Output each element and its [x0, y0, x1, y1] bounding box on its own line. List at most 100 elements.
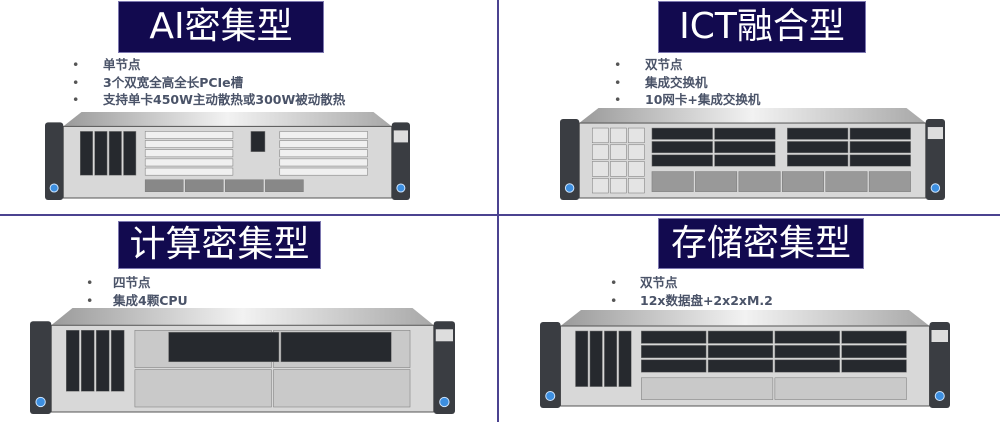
chassis-top	[51, 308, 434, 326]
drive-bay	[651, 127, 713, 140]
io-port	[868, 171, 911, 192]
drive-bay	[651, 141, 713, 154]
switch-module	[592, 127, 609, 144]
drive-bay	[841, 345, 907, 359]
blue-button-icon	[35, 396, 46, 408]
blue-button-icon	[934, 390, 945, 402]
switch-module	[610, 144, 627, 160]
left-handle	[30, 321, 52, 414]
pcie-slot	[144, 149, 234, 158]
drive-bay	[774, 359, 840, 373]
drive-bay	[80, 131, 93, 176]
drive-bay	[849, 127, 911, 140]
pcie-slot	[279, 131, 368, 139]
title-banner: ICT融合型	[658, 1, 866, 53]
drive-bay	[707, 345, 774, 359]
drive-bay	[714, 141, 776, 154]
drive-bay	[707, 359, 774, 373]
io-port	[695, 171, 738, 192]
logo-badge	[931, 330, 948, 342]
blue-button-icon	[564, 183, 575, 193]
left-handle	[45, 122, 64, 200]
blue-button-icon	[49, 183, 59, 193]
title-banner: 存储密集型	[658, 218, 864, 269]
chassis-top	[579, 108, 926, 124]
drive-bay	[774, 345, 840, 359]
drive-bay	[849, 141, 911, 154]
io-port	[651, 171, 694, 192]
blue-button-icon	[930, 183, 941, 193]
io-port	[265, 179, 304, 192]
list-item: •双节点	[614, 57, 683, 72]
compute-node	[774, 377, 907, 400]
feature-list: •四节点 •集成4颗CPU	[86, 274, 188, 309]
drive-bay	[94, 131, 108, 176]
blue-button-icon	[396, 183, 406, 193]
pcie-slot	[144, 131, 234, 139]
node-port	[280, 332, 392, 363]
drive-bay	[110, 330, 125, 392]
list-item: •10网卡+集成交换机	[614, 92, 761, 107]
blue-button-icon	[545, 390, 556, 402]
pcie-slot	[279, 158, 368, 167]
right-handle	[925, 119, 945, 200]
drive-bay	[787, 141, 849, 154]
drive-bay	[575, 330, 589, 387]
pcie-slot	[144, 167, 234, 176]
drive-bay	[80, 330, 95, 392]
feature-list: •双节点 •集成交换机 •10网卡+集成交换机	[614, 56, 760, 109]
title-banner: AI密集型	[118, 1, 324, 53]
feature-list: •单节点 •3个双宽全高全长PCIe槽 •支持单卡450W主动散热或300W被动…	[72, 56, 345, 109]
list-item: •四节点	[86, 275, 151, 290]
list-item: •12x数据盘+2x2xM.2	[610, 292, 773, 308]
server-image-ict	[560, 108, 945, 202]
compute-node	[134, 369, 272, 408]
server-image-compute	[30, 308, 455, 416]
list-item: •3个双宽全高全长PCIe槽	[72, 74, 244, 90]
drive-bay	[641, 359, 707, 373]
drive-bay	[604, 330, 618, 387]
horizontal-divider	[0, 214, 1000, 216]
pcie-slot	[279, 140, 368, 148]
vertical-divider	[497, 0, 499, 422]
switch-module	[592, 161, 609, 177]
switch-module	[610, 178, 627, 194]
switch-module	[628, 161, 645, 177]
drive-bay	[123, 131, 137, 176]
right-handle	[929, 322, 950, 408]
switch-module	[628, 178, 645, 194]
logo-badge	[927, 127, 943, 140]
drive-bay	[841, 330, 907, 344]
pcie-slot	[279, 149, 368, 158]
list-item: •单节点	[72, 57, 141, 72]
feature-list: •双节点 •12x数据盘+2x2xM.2	[610, 274, 773, 309]
io-port	[825, 171, 868, 192]
pcie-slot	[279, 167, 368, 176]
drive-bay	[108, 131, 122, 176]
title-banner: 计算密集型	[118, 221, 321, 269]
drive-bay	[787, 127, 849, 140]
drive-bay	[641, 345, 707, 359]
right-handle	[433, 321, 455, 414]
list-item: •双节点	[610, 275, 678, 290]
io-port	[738, 171, 781, 192]
drive-bay	[618, 330, 632, 387]
io-port	[184, 179, 224, 192]
io-port	[225, 179, 264, 192]
drive-bay	[250, 131, 266, 152]
list-item: •支持单卡450W主动散热或300W被动散热	[72, 92, 346, 107]
list-item: •集成4颗CPU	[86, 292, 188, 308]
drive-bay	[787, 154, 849, 167]
drive-bay	[714, 127, 776, 140]
left-handle	[540, 322, 561, 408]
compute-node	[641, 377, 774, 400]
io-port	[144, 179, 184, 192]
drive-bay	[651, 154, 713, 167]
switch-module	[610, 161, 627, 177]
drive-bay	[841, 359, 907, 373]
drive-bay	[66, 330, 80, 392]
compute-node	[273, 369, 411, 408]
drive-bay	[641, 330, 707, 344]
switch-module	[592, 144, 609, 160]
switch-module	[628, 127, 645, 144]
